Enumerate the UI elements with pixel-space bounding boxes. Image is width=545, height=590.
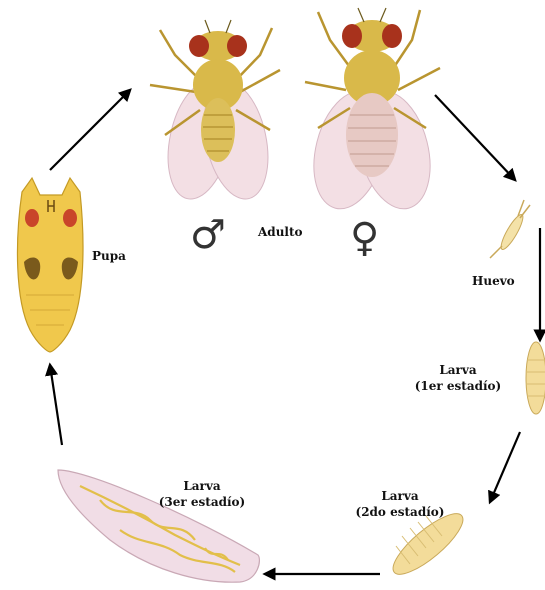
larva1-label-line1: Larva: [408, 362, 508, 378]
arrow-larva3-to-pupa: [50, 365, 62, 445]
arrow-adult-to-egg: [435, 95, 515, 180]
arrow-pupa-to-adult: [50, 90, 130, 170]
larva2-label: Larva (2do estadío): [350, 488, 450, 520]
egg-label: Huevo: [472, 273, 515, 289]
female-symbol: ♀: [350, 218, 379, 258]
larva1-label-line2: (1er estadío): [408, 378, 508, 394]
female-fly-illustration: [302, 8, 441, 216]
male-symbol: ♂: [190, 215, 226, 255]
arrow-larva1-to-larva2: [490, 432, 520, 502]
larva2-label-line1: Larva: [350, 488, 450, 504]
pupa-illustration: [17, 178, 83, 352]
larva1-label: Larva (1er estadío): [408, 362, 508, 394]
larva3-label-line2: (3er estadío): [152, 494, 252, 510]
larva3-label: Larva (3er estadío): [152, 478, 252, 510]
male-fly-illustration: [150, 20, 280, 205]
adult-label: Adulto: [258, 224, 303, 240]
larva3-label-line1: Larva: [152, 478, 252, 494]
egg-illustration: [490, 200, 530, 258]
pupa-label: Pupa: [92, 248, 126, 264]
larva1-illustration: [526, 342, 545, 414]
larva2-label-line2: (2do estadío): [350, 504, 450, 520]
